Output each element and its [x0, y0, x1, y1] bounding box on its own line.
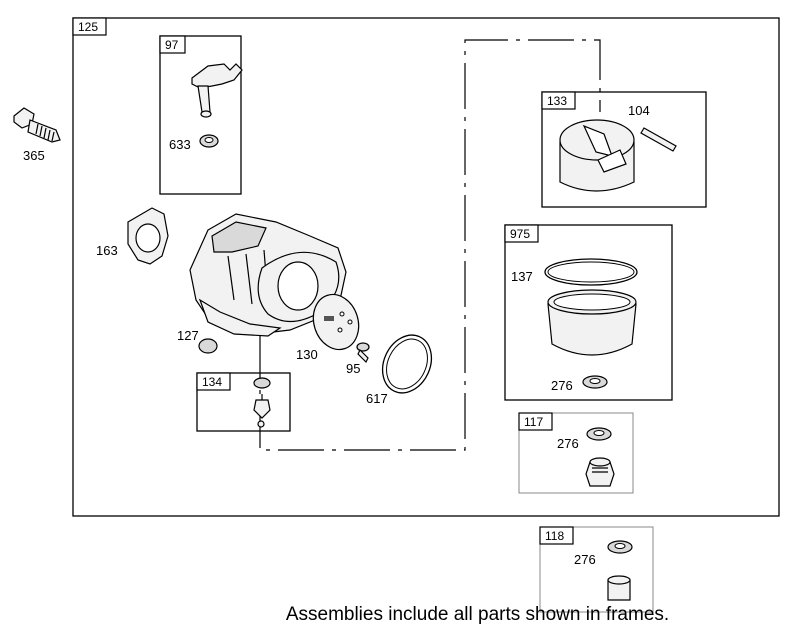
assembly-frame-fitting-a: 117	[518, 412, 634, 494]
caption: Assemblies include all parts shown in fr…	[285, 604, 670, 625]
oring-part	[381, 334, 433, 394]
bowl-gasket-part	[544, 258, 638, 286]
label-pin: 104	[628, 103, 650, 118]
label-plug: 127	[177, 328, 199, 343]
gasket-part	[127, 207, 169, 265]
assembly-frame-float: 133	[541, 91, 707, 208]
assembly-frame-needle: 134	[196, 372, 291, 432]
plug-part	[198, 338, 218, 354]
fitting-a-part	[585, 427, 615, 487]
label-oring: 617	[366, 391, 388, 406]
washer-bowl-part	[582, 375, 608, 389]
bowl-part	[547, 289, 637, 356]
primer-part	[191, 63, 243, 148]
plate-part	[312, 293, 360, 351]
assembly-label-bowl: 975	[510, 227, 530, 241]
assembly-frame-fitting-b: 118	[539, 526, 654, 613]
assembly-label-needle: 134	[202, 375, 222, 389]
label-plate: 130	[296, 347, 318, 362]
label-bowl-gasket: 137	[511, 269, 533, 284]
needle-part	[253, 377, 271, 428]
assembly-label-fitting-b: 118	[545, 529, 564, 543]
label-washer-fitting-b: 276	[574, 552, 596, 567]
assembly-frame-primer: 97	[159, 35, 242, 195]
label-washer-bowl: 276	[551, 378, 573, 393]
bolt-part	[13, 107, 61, 143]
assembly-frame-main: 125	[72, 17, 780, 517]
label-primer-seal: 633	[169, 137, 191, 152]
label-bolt: 365	[23, 148, 45, 163]
leader-line	[259, 39, 601, 451]
pin-part	[640, 127, 677, 152]
float-part	[559, 119, 635, 192]
label-washer-fitting-a: 276	[557, 436, 579, 451]
assembly-label-main: 125	[78, 20, 98, 34]
screw-part	[356, 342, 370, 364]
assembly-frame-bowl: 975	[504, 224, 673, 401]
fitting-b-part	[607, 540, 633, 601]
label-gasket: 163	[96, 243, 118, 258]
label-screw: 95	[346, 361, 360, 376]
assembly-label-float: 133	[547, 94, 567, 108]
assembly-label-primer: 97	[165, 38, 179, 52]
assembly-label-fitting-a: 117	[524, 415, 543, 429]
